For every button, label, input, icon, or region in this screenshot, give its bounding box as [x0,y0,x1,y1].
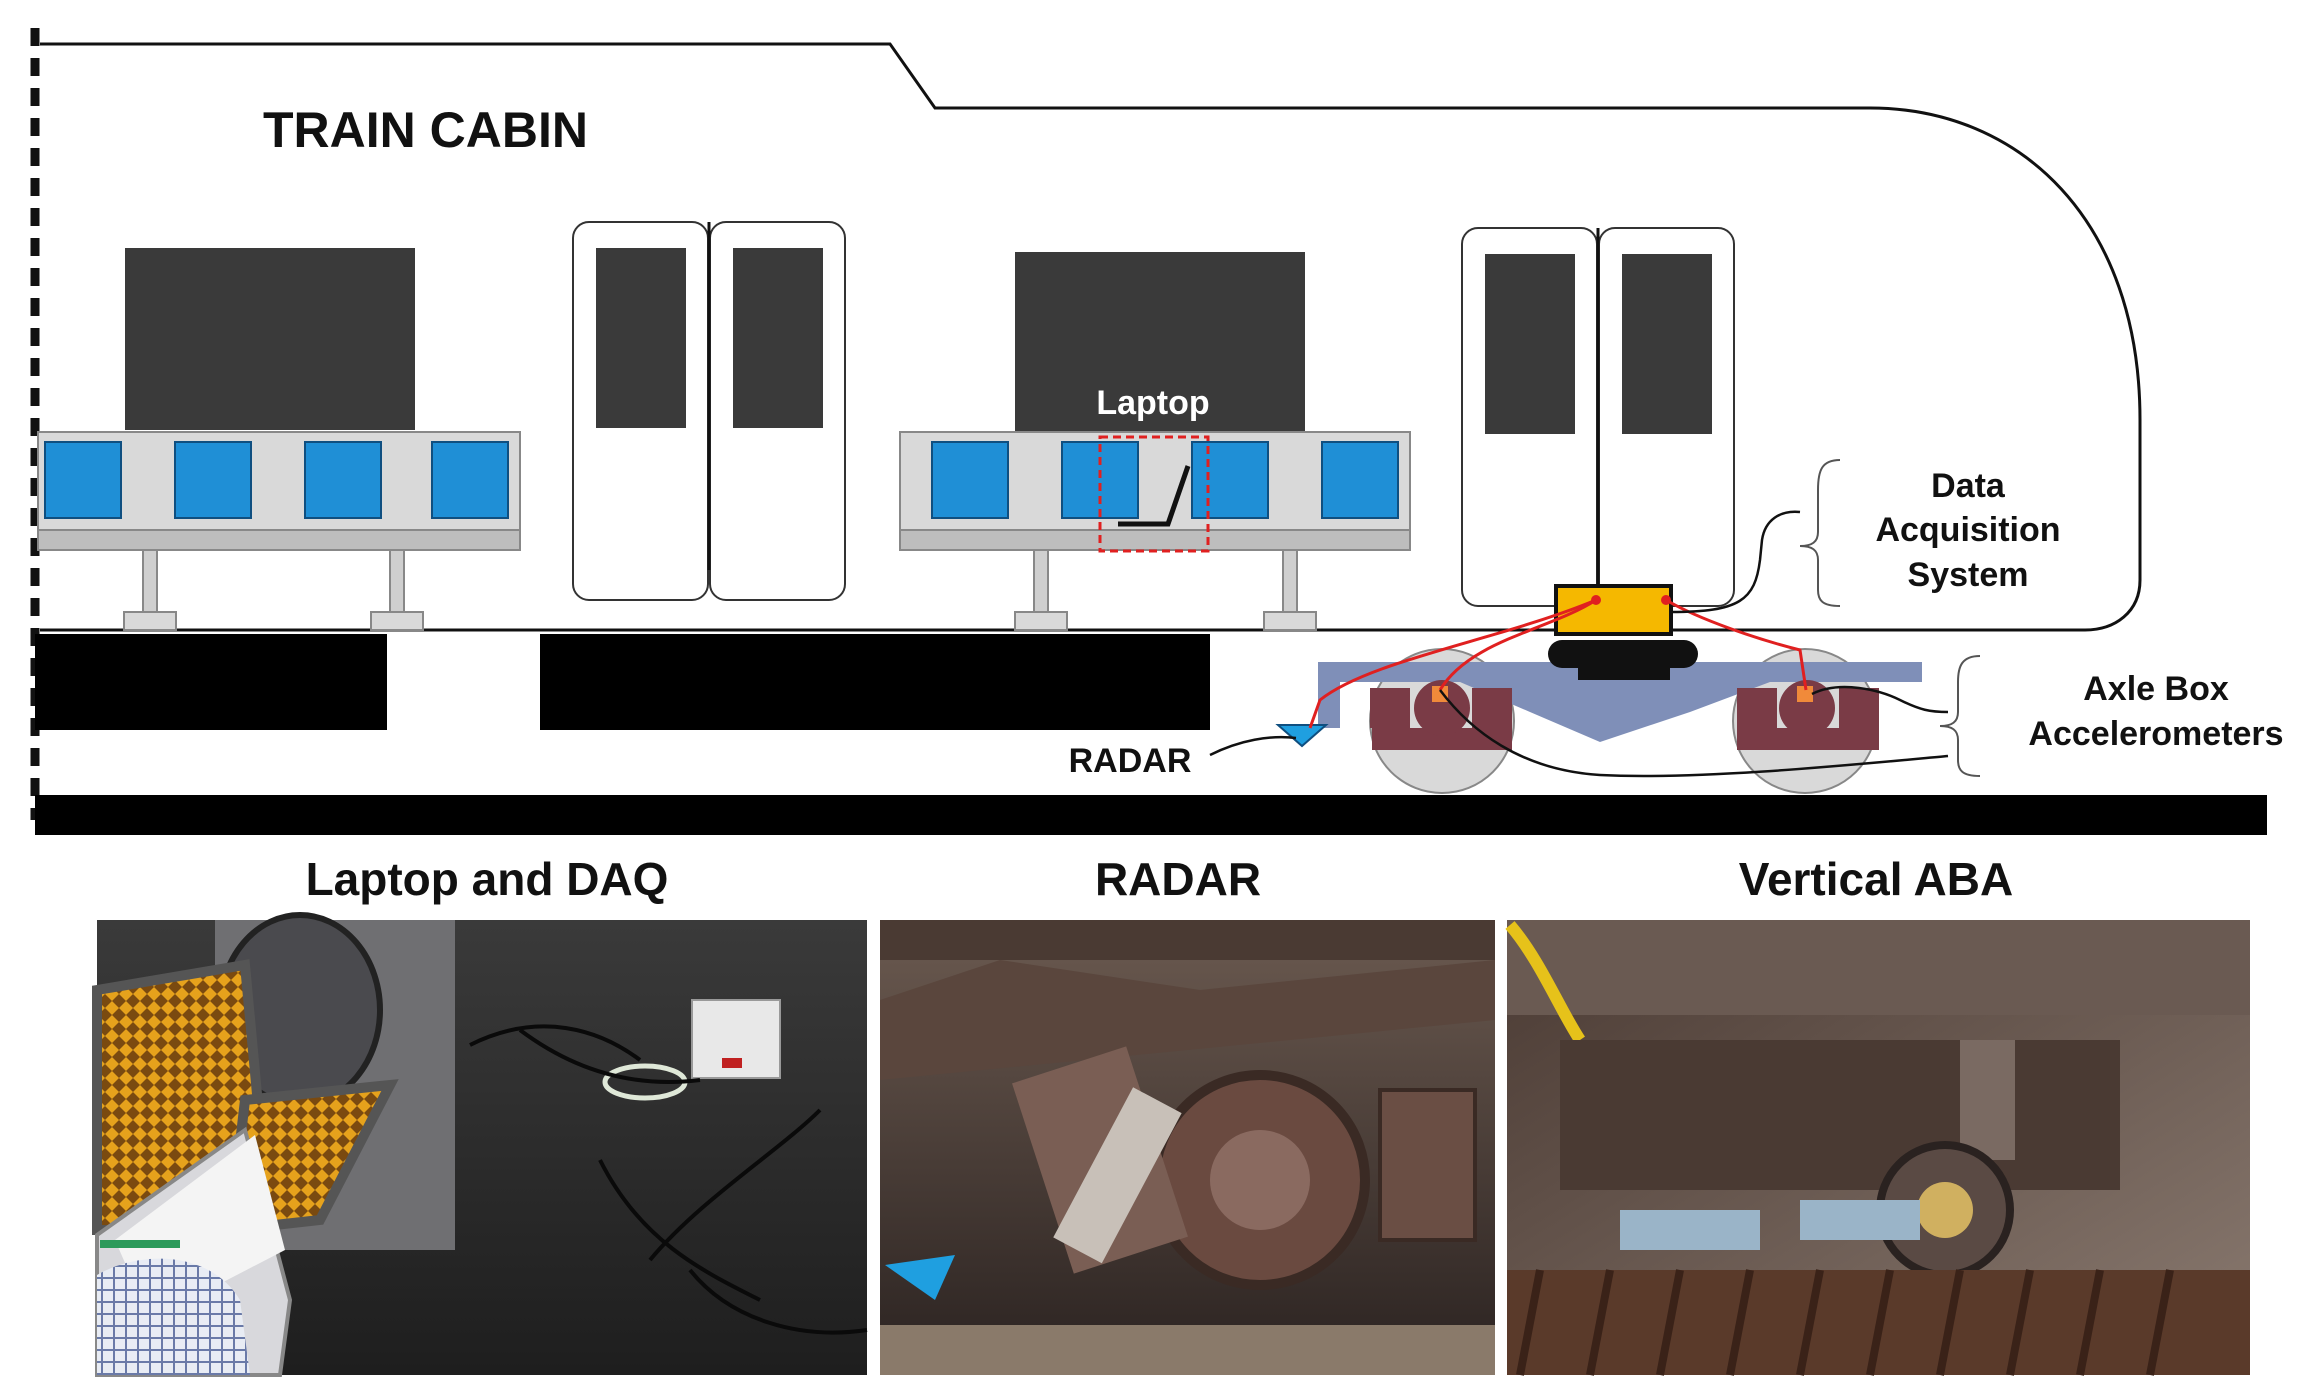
daq-connector-left [1591,595,1601,605]
floor-slab-middle [540,634,1210,730]
track-rail [35,795,2267,835]
daq-connector-right [1661,595,1671,605]
daq-label-line-2: Acquisition [1875,511,2060,549]
laptop-highlight-box [1098,435,1210,553]
radar-sensor [1275,724,1329,748]
accelerometer-sensor-right [1797,686,1813,702]
photo-title-laptop-daq: Laptop and DAQ [306,853,669,905]
daq-label-line-1: Data [1931,467,2006,505]
floor-slab-left [35,634,387,730]
seat-group-middle [899,252,1411,631]
seat-group-left [37,248,521,631]
laptop-icon [1118,465,1191,527]
daq-bracket [1799,459,1841,607]
bogie [1318,640,1922,794]
accelerometer-sensor-left [1432,686,1448,702]
photo-radar [880,920,1495,1375]
cabin-outline [40,42,2142,632]
door-right [1461,227,1735,607]
laptop-label: Laptop [1096,384,1209,422]
photo-title-vertical-aba: Vertical ABA [1739,853,2013,905]
aba-bracket [1939,655,1981,777]
train-cabin-label: TRAIN CABIN [263,102,588,158]
aba-label-line-1: Axle Box [2083,670,2229,708]
photo-vertical-aba [1505,920,2250,1376]
sensor-wires [1308,598,1808,729]
daq-box [1554,584,1673,636]
photo-title-radar: RADAR [1095,853,1261,905]
aba-label-line-2: Accelerometers [2028,715,2283,753]
door-left [572,221,846,601]
daq-label-line-3: System [1908,556,2029,594]
photo-laptop-and-daq [92,912,868,1377]
leader-lines [1209,510,1949,778]
radar-label: RADAR [1069,742,1192,780]
